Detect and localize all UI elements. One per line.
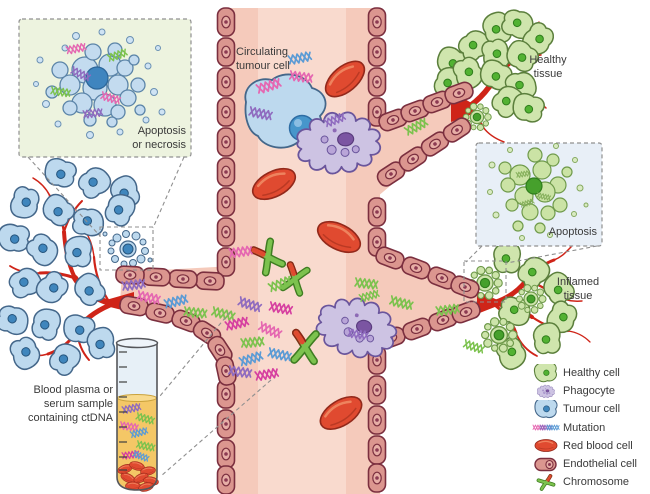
apoptotic-cell-callout-box xyxy=(463,260,507,303)
legend-label: Red blood cell xyxy=(563,439,633,452)
tumour-tissue xyxy=(0,154,153,380)
legend-label: Endothelial cell xyxy=(563,458,637,471)
dashed-connectors xyxy=(27,156,598,477)
blood-sample-label: Blood plasma or serum sample containing … xyxy=(28,384,113,424)
legend-label: Tumour cell xyxy=(563,403,621,416)
inflamed-tissue-label: Inflamed tissue xyxy=(556,276,600,302)
legend-label: Phagocyte xyxy=(563,385,615,398)
apoptotic-tumour-cell xyxy=(102,230,153,268)
chromosome-icon xyxy=(536,473,556,491)
graduation-marks xyxy=(119,351,127,471)
test-tube xyxy=(115,337,160,494)
legend-item-phagocyte: Phagocyte xyxy=(532,382,637,400)
legend-label: Chromosome xyxy=(563,476,630,489)
apoptosis-inset xyxy=(475,142,603,247)
red-blood-cell-icon xyxy=(534,439,558,453)
endothelial-cell-icon xyxy=(534,457,557,471)
apoptosis-necrosis-inset xyxy=(18,18,192,158)
vessel-branch-right xyxy=(371,252,478,346)
healthy-tissue-label: Healthy tissue xyxy=(529,54,567,80)
legend-item-red-blood-cell: Red blood cell xyxy=(532,437,637,455)
legend-item-healthy-cell: Healthy cell xyxy=(532,363,637,382)
legend-label: Healthy cell xyxy=(563,367,620,380)
circulating-tumour-cell-label: Circulating tumour cell xyxy=(236,46,290,72)
apoptosis-label: Apoptosis xyxy=(548,226,597,238)
apoptotic-cell-callout-box xyxy=(99,226,154,271)
healthy-cell-icon xyxy=(533,363,558,382)
mutation-icon xyxy=(532,424,560,431)
legend: Healthy cell Phagocyte Tumour cell Mutat… xyxy=(532,363,637,491)
legend-item-endothelial-cell: Endothelial cell xyxy=(532,455,637,473)
apoptosis-necrosis-label: Apoptosis or necrosis xyxy=(132,125,186,151)
phagocyte-icon xyxy=(537,384,555,398)
tumour-cell-icon xyxy=(532,399,559,419)
legend-item-tumour-cell: Tumour cell xyxy=(532,399,637,419)
legend-item-mutation: Mutation xyxy=(532,419,637,437)
legend-label: Mutation xyxy=(563,421,606,434)
legend-item-chromosome: Chromosome xyxy=(532,473,637,491)
